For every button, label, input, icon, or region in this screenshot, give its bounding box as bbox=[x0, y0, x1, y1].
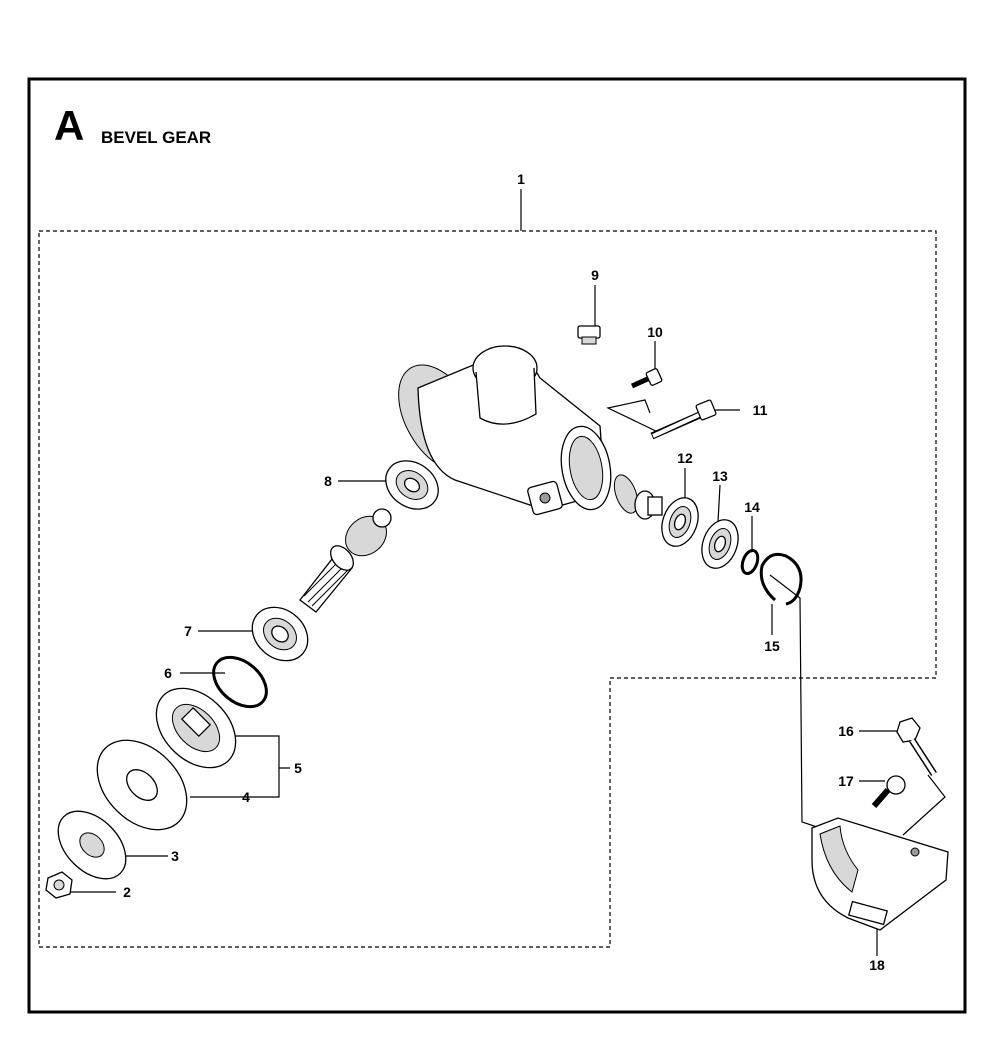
callout-12: 12 bbox=[677, 450, 693, 466]
callout-5: 5 bbox=[294, 760, 302, 776]
part-12-bearing bbox=[661, 497, 699, 547]
callout-4: 4 bbox=[242, 789, 250, 805]
part-6-ring bbox=[212, 655, 268, 709]
callout-18: 18 bbox=[869, 957, 885, 973]
callout-1: 1 bbox=[517, 171, 525, 187]
callout-14: 14 bbox=[744, 499, 760, 515]
part-8-bearing bbox=[385, 460, 439, 510]
part-2-nut bbox=[45, 871, 73, 899]
section-letter: A bbox=[54, 102, 84, 149]
callout-16: 16 bbox=[838, 723, 854, 739]
part-18-clamp bbox=[811, 817, 949, 931]
callout-11: 11 bbox=[753, 402, 768, 418]
frame-border bbox=[27, 77, 967, 1014]
part-10-screw bbox=[630, 368, 663, 389]
part-5-flange bbox=[155, 687, 237, 769]
part-7-bearing bbox=[251, 606, 309, 662]
part-13-bearing bbox=[701, 519, 739, 569]
part-3-cup bbox=[57, 810, 127, 880]
leader-lines bbox=[68, 189, 946, 956]
callout-6: 6 bbox=[164, 665, 172, 681]
part-14-ring bbox=[740, 548, 760, 576]
callout-17: 17 bbox=[838, 773, 854, 789]
assembly-boundary bbox=[38, 230, 937, 948]
callout-7: 7 bbox=[184, 623, 192, 639]
pinion-gear bbox=[613, 474, 663, 520]
bevel-gear-shaft bbox=[299, 508, 392, 613]
part-9-plug bbox=[577, 325, 601, 345]
callout-3: 3 bbox=[171, 848, 179, 864]
gear-housing bbox=[398, 345, 612, 516]
part-16-bolt bbox=[896, 717, 937, 776]
callout-8: 8 bbox=[324, 473, 332, 489]
callout-2: 2 bbox=[123, 884, 131, 900]
part-15-circlip bbox=[759, 552, 803, 606]
section-title: BEVEL GEAR bbox=[101, 128, 211, 147]
callout-labels: 1 2 3 4 5 6 7 8 9 10 11 12 13 14 15 16 1… bbox=[123, 171, 885, 973]
callout-9: 9 bbox=[591, 267, 599, 283]
part-4-washer bbox=[96, 739, 188, 831]
callout-15: 15 bbox=[764, 638, 780, 654]
part-17-screw bbox=[871, 775, 906, 808]
callout-13: 13 bbox=[712, 468, 728, 484]
callout-10: 10 bbox=[647, 324, 663, 340]
part-11-bolt bbox=[650, 399, 717, 440]
